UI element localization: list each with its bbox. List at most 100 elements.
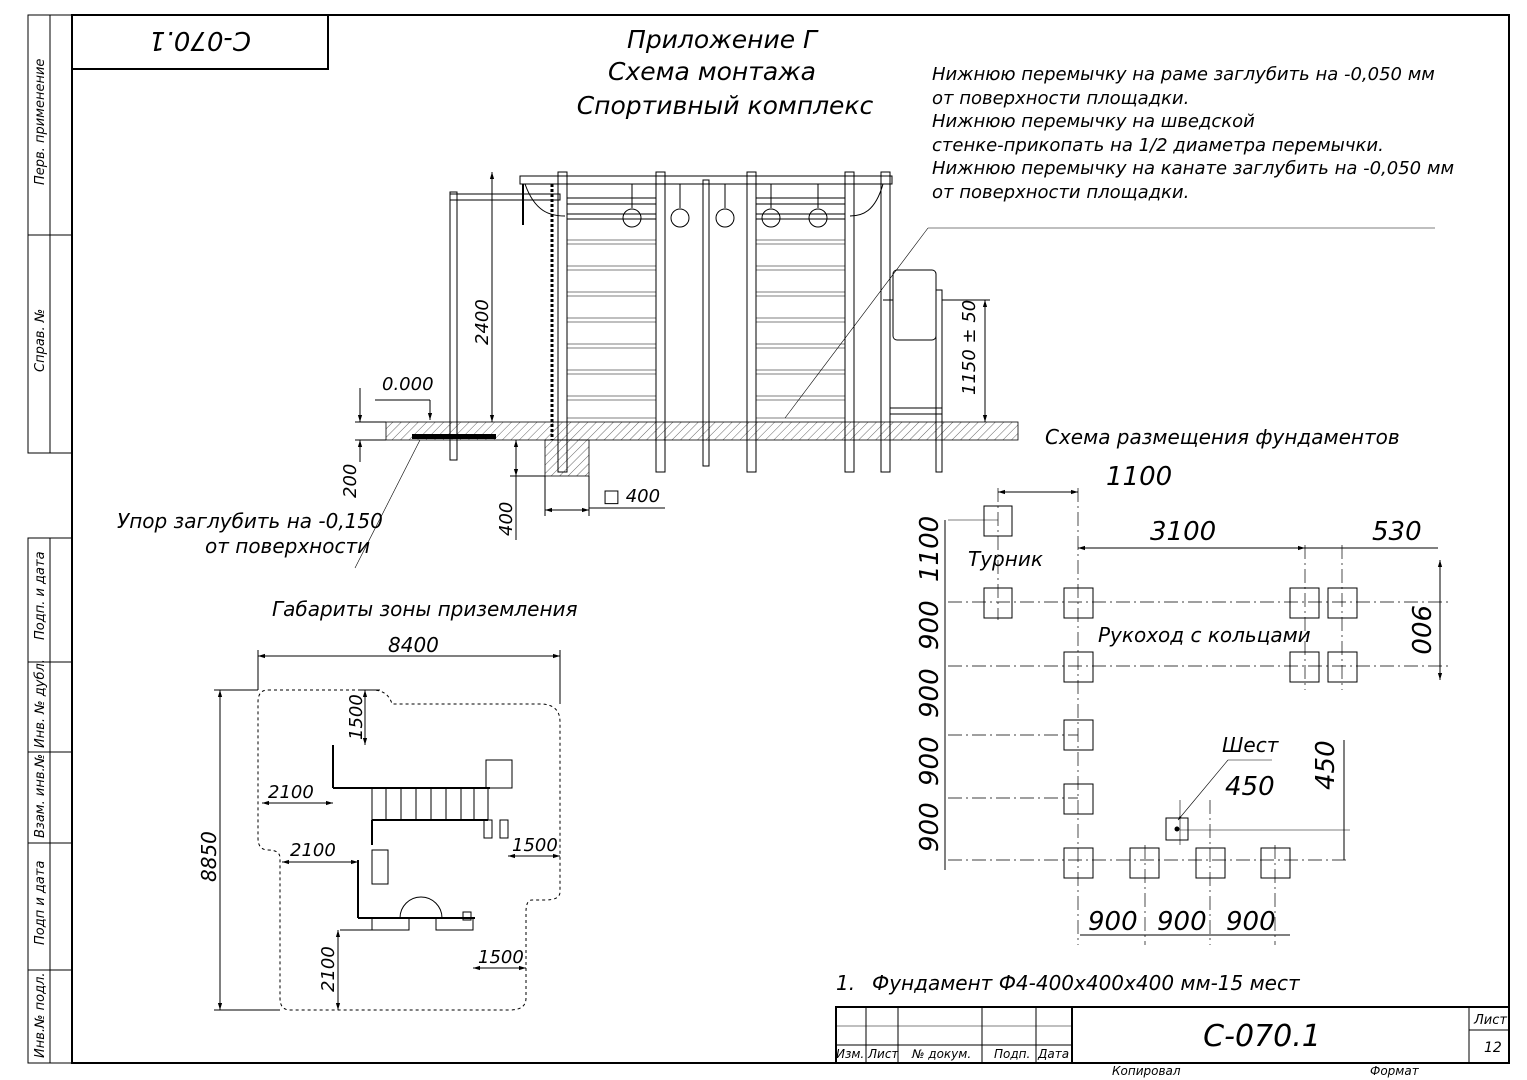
foundation-block bbox=[1063, 651, 1094, 683]
note-line: от поверхности площадки. bbox=[932, 182, 1189, 203]
top-rail bbox=[519, 175, 893, 185]
sheet-frame bbox=[27, 14, 1510, 1064]
tb-list-num: 12 bbox=[1484, 1040, 1502, 1056]
landing-zone-labels: Габариты зоны приземления 8400 8850 1500… bbox=[197, 597, 578, 992]
dim-2100-b: 2100 bbox=[290, 840, 336, 861]
tb-format: Формат bbox=[1370, 1064, 1420, 1078]
dim-200: 200 bbox=[340, 464, 361, 498]
footnote-text: Фундамент Ф4-400х400х400 мм-15 мест bbox=[872, 971, 1301, 995]
foundation-block bbox=[1289, 651, 1320, 683]
tb-podp: Подп. bbox=[994, 1047, 1030, 1061]
label-podp-data-1: Подп. и дата bbox=[33, 551, 48, 640]
dim-b-900-c: 900 bbox=[1226, 907, 1276, 937]
title-line-1: Приложение Г bbox=[627, 25, 819, 54]
note-line: стенке-прикопать на 1/2 диаметра перемыч… bbox=[932, 135, 1384, 156]
tb-list: Лист bbox=[867, 1047, 899, 1061]
pole bbox=[702, 179, 710, 467]
post bbox=[935, 289, 943, 473]
foundation-block bbox=[1289, 587, 1320, 619]
label-turnik: Турник bbox=[968, 547, 1043, 571]
stop-note-1: Упор заглубить на -0,150 bbox=[117, 509, 383, 533]
stamp-top-code: С-070.1 bbox=[149, 25, 251, 55]
elevation-labels: 0.000 2400 1150 ± 50 200 400 □ 400 Упор … bbox=[117, 299, 980, 558]
foundation-labels: Схема размещения фундаментов 1100 3100 5… bbox=[915, 425, 1435, 937]
tb-izm: Изм. bbox=[836, 1047, 864, 1061]
post bbox=[880, 171, 891, 473]
dim-v-900-b: 900 bbox=[915, 668, 945, 718]
foundation-block bbox=[1063, 783, 1094, 815]
foundation-block bbox=[1063, 719, 1094, 751]
title-group: Приложение Г Схема монтажа Спортивный ко… bbox=[577, 25, 874, 120]
foundation-layout bbox=[944, 488, 1448, 945]
dim-450-h: 450 bbox=[1225, 772, 1275, 802]
dim-v-1100: 1100 bbox=[915, 516, 945, 582]
stop-note-2: от поверхности bbox=[205, 534, 370, 558]
landing-zone bbox=[214, 650, 561, 1011]
dim-1100-top: 1100 bbox=[1106, 462, 1172, 492]
tb-data: Дата bbox=[1037, 1047, 1069, 1061]
dim-v-900-d: 900 bbox=[915, 802, 945, 852]
dim-530: 530 bbox=[1372, 517, 1422, 547]
dim-400-square: □ 400 bbox=[603, 486, 660, 507]
backrest bbox=[892, 269, 937, 341]
dim-400-depth: 400 bbox=[496, 502, 517, 536]
footnote-number: 1. bbox=[836, 971, 855, 995]
dim-2100-a: 2100 bbox=[268, 782, 314, 803]
stop-plate bbox=[412, 434, 496, 439]
foundation-block bbox=[1195, 847, 1226, 879]
dim-1500-a: 1500 bbox=[346, 694, 367, 740]
dim-b-900-b: 900 bbox=[1157, 907, 1207, 937]
dim-450-v: 450 bbox=[1311, 740, 1341, 790]
label-sprav-no: Справ. № bbox=[33, 309, 48, 372]
note-line: Нижнюю перемычку на канате заглубить на … bbox=[932, 158, 1454, 179]
dim-b-900-a: 900 bbox=[1088, 907, 1138, 937]
dim-v-900-c: 900 bbox=[915, 736, 945, 786]
tb-code: С-070.1 bbox=[1203, 1019, 1321, 1054]
dim-2100-c: 2100 bbox=[318, 946, 339, 992]
ground-hatch bbox=[385, 421, 1019, 441]
note-line: Нижнюю перемычку на шведской bbox=[932, 111, 1255, 132]
tb-kopiroval: Копировал bbox=[1112, 1064, 1181, 1078]
foundation-block bbox=[1260, 847, 1291, 879]
dim-r-900: 900 bbox=[1405, 605, 1435, 655]
turnik-post bbox=[449, 191, 458, 461]
label-podp-data-2: Подп и дата bbox=[33, 861, 48, 945]
foundations-title: Схема размещения фундаментов bbox=[1045, 425, 1400, 449]
foundation-block-pole bbox=[1165, 817, 1189, 841]
label-inv-podl: Инв.№ подл. bbox=[33, 972, 48, 1058]
side-frame-labels: Перв. применение Справ. № Подп. и дата И… bbox=[33, 59, 48, 1058]
title-block-labels: Изм. Лист № докум. Подп. Дата С-070.1 Ли… bbox=[836, 1013, 1507, 1078]
note-line: от поверхности площадки. bbox=[932, 88, 1189, 109]
level-zero: 0.000 bbox=[382, 374, 434, 395]
footnote: 1. Фундамент Ф4-400х400х400 мм-15 мест bbox=[836, 971, 1301, 995]
wall-bars-left bbox=[567, 239, 656, 419]
zone-title: Габариты зоны приземления bbox=[272, 597, 578, 621]
dim-1500-b: 1500 bbox=[512, 835, 558, 856]
foundation-block bbox=[983, 587, 1013, 619]
rings bbox=[522, 184, 828, 228]
label-rukohod: Рукоход с кольцами bbox=[1098, 623, 1311, 647]
title-line-2: Схема монтажа bbox=[608, 57, 816, 86]
dim-2400: 2400 bbox=[472, 299, 493, 345]
dim-3100: 3100 bbox=[1150, 517, 1216, 547]
foundation-block bbox=[983, 505, 1013, 537]
elevation-view bbox=[354, 171, 1435, 569]
label-vzam-inv: Взам. инв.№ bbox=[33, 754, 48, 838]
foundation-block bbox=[1327, 587, 1358, 619]
label-inv-dubl: Инв. № дубл. bbox=[33, 659, 48, 748]
title-block bbox=[835, 1006, 1510, 1064]
foundation-block bbox=[1327, 651, 1358, 683]
turnik-bar bbox=[449, 193, 561, 201]
note-line: Нижнюю перемычку на раме заглубить на -0… bbox=[932, 64, 1435, 85]
dim-8400: 8400 bbox=[388, 633, 439, 657]
dim-1500-c: 1500 bbox=[478, 947, 524, 968]
foundation-block bbox=[1063, 847, 1094, 879]
dim-v-900-a: 900 bbox=[915, 600, 945, 650]
dim-1150: 1150 ± 50 bbox=[959, 300, 980, 395]
tb-list-label: Лист bbox=[1473, 1013, 1507, 1028]
tb-ndok: № докум. bbox=[911, 1047, 971, 1061]
label-shest: Шест bbox=[1222, 733, 1280, 757]
wall-bars-right bbox=[756, 239, 845, 419]
notes: Нижнюю перемычку на раме заглубить на -0… bbox=[932, 64, 1454, 203]
